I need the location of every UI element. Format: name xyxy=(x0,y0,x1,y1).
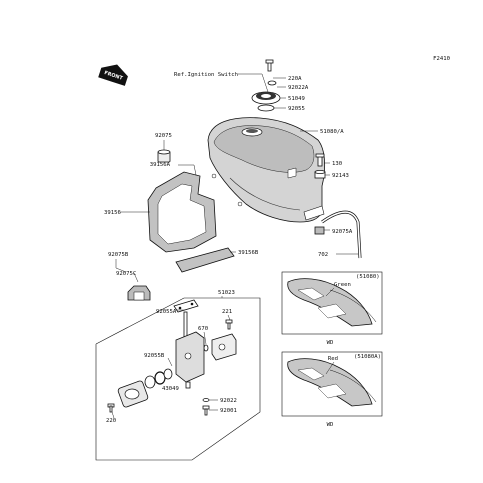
fuel-tank-51080A xyxy=(207,117,326,223)
label-51080A: 51080/A xyxy=(320,129,344,135)
label-92055A: 92055A xyxy=(156,309,177,315)
bolt-92001 xyxy=(202,405,210,416)
inset2-color: Red xyxy=(328,356,338,362)
screw-220A xyxy=(265,59,274,72)
label-39156: 39156 xyxy=(104,210,121,216)
label-92022: 92022 xyxy=(220,398,237,404)
screw-221 xyxy=(225,319,233,330)
damper-92075A xyxy=(314,226,325,235)
label-43049: 43049 xyxy=(162,386,179,392)
collar-92143 xyxy=(314,169,326,179)
fuel-valve-lever xyxy=(117,368,173,408)
label-92075B: 92075B xyxy=(108,252,129,258)
label-220: 220 xyxy=(106,418,116,424)
gasket-92055 xyxy=(257,104,275,112)
washer-92022A xyxy=(267,80,277,86)
label-130: 130 xyxy=(332,161,342,167)
label-220A: 220A xyxy=(288,76,302,82)
damper-92075C xyxy=(127,285,151,301)
label-51049: 51049 xyxy=(288,96,305,102)
label-92075A: 92075A xyxy=(332,229,353,235)
label-670: 670 xyxy=(198,326,208,332)
label-92022A: 92022A xyxy=(288,85,309,91)
front-arrow-badge: FRONT xyxy=(98,64,128,86)
inset2-note: WD xyxy=(327,422,334,428)
bolt-130 xyxy=(315,153,325,167)
label-92075: 92075 xyxy=(155,133,172,139)
inset-51080A xyxy=(281,351,383,417)
fuel-valve-body xyxy=(175,311,237,389)
label-39156B: 39156B xyxy=(238,250,259,256)
inset-51080 xyxy=(281,271,383,335)
pad-39156B xyxy=(175,247,235,273)
front-label: FRONT xyxy=(103,70,124,82)
inset1-color: Green xyxy=(334,282,351,288)
o-ring-670 xyxy=(203,344,209,352)
label-221: 221 xyxy=(222,309,232,315)
label-ref-ignition: Ref.Ignition Switch xyxy=(174,72,238,78)
inset1-code: (51080) xyxy=(356,274,380,280)
label-702: 702 xyxy=(318,252,328,258)
label-92075C: 92075C xyxy=(116,271,136,277)
washer-92022 xyxy=(202,398,210,402)
inset1-note: WD xyxy=(327,340,334,346)
screw-220 xyxy=(107,403,115,413)
label-92001: 92001 xyxy=(220,408,237,414)
fuel-valve-assembly-box xyxy=(95,297,261,461)
fuel-cap-51049 xyxy=(251,91,281,105)
inset2-code: (51080A) xyxy=(354,354,381,360)
pad-39156 xyxy=(147,171,217,253)
label-51023: 51023 xyxy=(218,290,235,296)
label-92055B: 92055B xyxy=(144,353,165,359)
label-92143: 92143 xyxy=(332,173,349,179)
damper-92075 xyxy=(157,149,171,163)
label-39156A: 39156A xyxy=(150,162,171,168)
figure-code: F2410 xyxy=(433,56,450,62)
label-92055: 92055 xyxy=(288,106,305,112)
